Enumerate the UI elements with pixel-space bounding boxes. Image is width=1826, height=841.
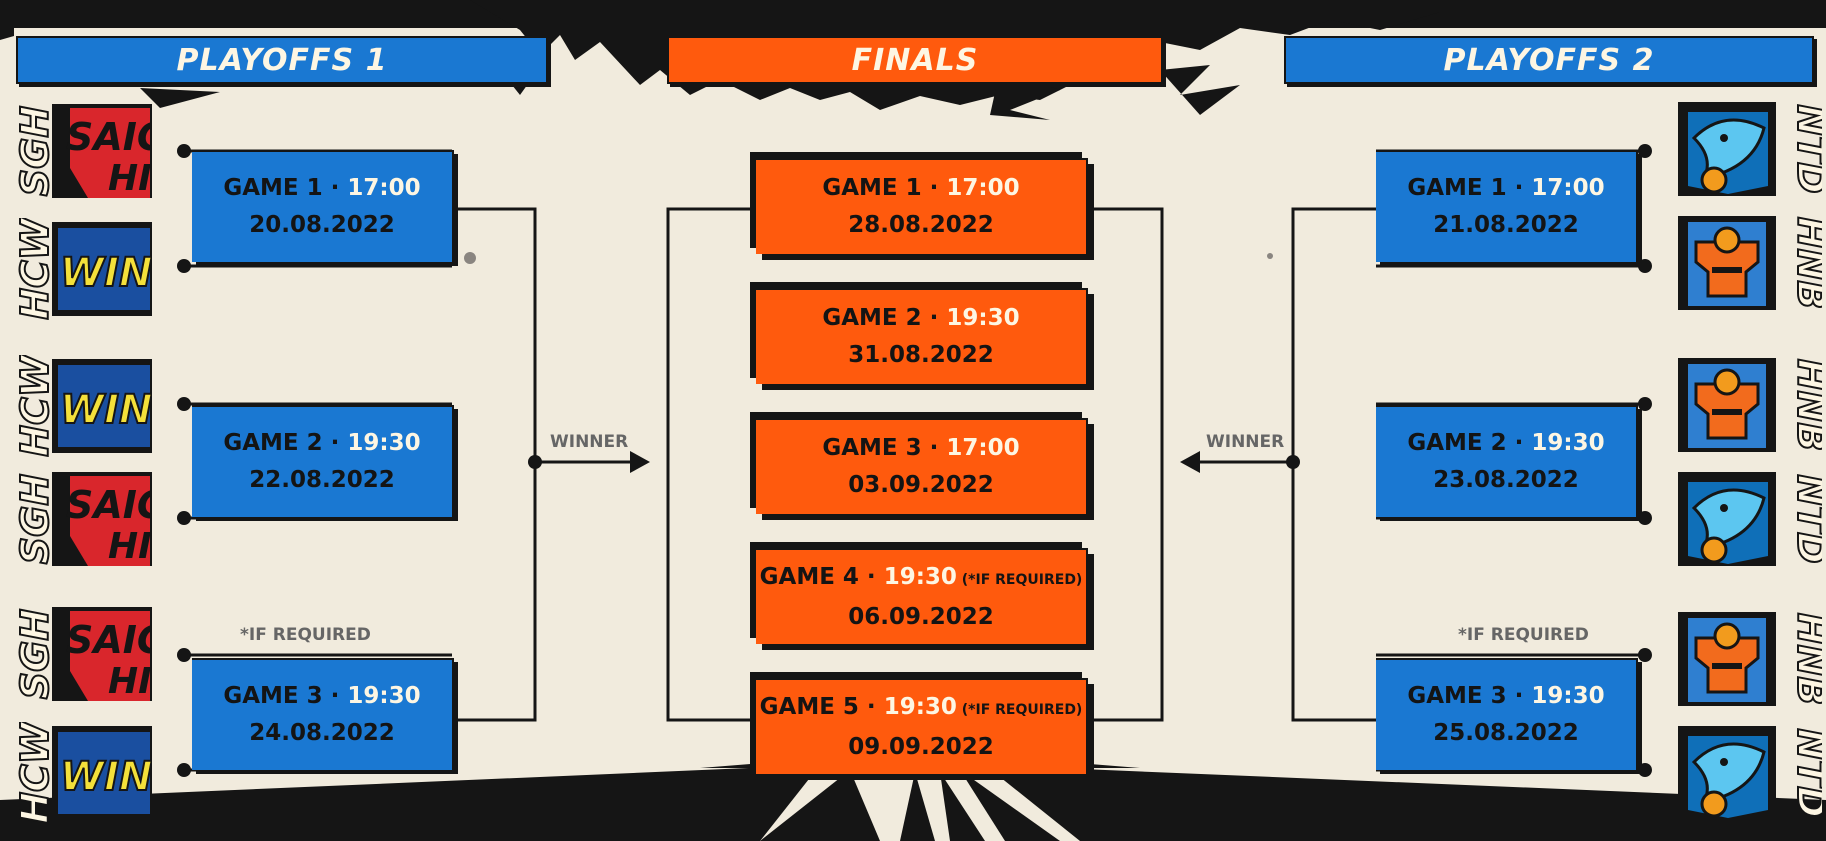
svg-text:HI: HI	[108, 526, 152, 567]
game-date: 03.09.2022	[848, 472, 994, 498]
playoffs-2-game-1: GAME 1 · 17:00 21.08.2022	[1376, 150, 1638, 262]
game-date: 28.08.2022	[848, 212, 994, 238]
game-title: GAME 1 · 17:00	[223, 175, 421, 201]
game-date: 21.08.2022	[1433, 212, 1579, 238]
team-logo-ntd: NTD	[1674, 722, 1822, 824]
game-date: 31.08.2022	[848, 342, 994, 368]
if-required-note-right: *IF REQUIRED	[1458, 625, 1589, 645]
game-date: 09.09.2022	[848, 733, 994, 760]
team-code: HNB	[1789, 217, 1822, 310]
team-code: NTD	[1789, 474, 1822, 563]
team-code: SGH	[13, 474, 57, 564]
game-title: GAME 5 · 19:30 (*IF REQUIRED)	[759, 693, 1083, 720]
svg-text:HI: HI	[108, 158, 152, 199]
team-code: HNB	[1789, 613, 1822, 706]
game-date: 20.08.2022	[249, 212, 395, 238]
team-logo-ntd: NTD	[1674, 468, 1822, 570]
svg-text:SAIG: SAIG	[66, 115, 152, 159]
game-title: GAME 2 · 19:30	[822, 305, 1020, 331]
if-required-note-left: *IF REQUIRED	[240, 625, 371, 645]
svg-text:SAIG: SAIG	[66, 483, 152, 527]
team-logo-hnb: HNB	[1674, 212, 1822, 314]
game-title: GAME 4 · 19:30 (*IF REQUIRED)	[759, 563, 1083, 590]
svg-text:SAIG: SAIG	[66, 618, 152, 662]
finals-game-3: GAME 3 · 17:00 03.09.2022	[756, 418, 1088, 514]
game-date: 25.08.2022	[1433, 720, 1579, 746]
playoffs-2-game-2: GAME 2 · 19:30 23.08.2022	[1376, 405, 1638, 517]
team-code: NTD	[1789, 104, 1822, 193]
playoffs-2-game-3: GAME 3 · 19:30 25.08.2022	[1376, 658, 1638, 770]
team-logo-hcw: HCW WINGS	[4, 218, 152, 320]
playoffs-1-game-2: GAME 2 · 19:30 22.08.2022	[192, 405, 454, 517]
game-title: GAME 2 · 19:30	[1407, 430, 1605, 456]
game-date: 24.08.2022	[249, 720, 395, 746]
game-date: 22.08.2022	[249, 467, 395, 493]
team-code: HCW	[13, 218, 57, 320]
playoffs-2-header: PLAYOFFS 2	[1284, 36, 1814, 84]
svg-text:WINGS: WINGS	[60, 754, 152, 800]
team-code: HCW	[13, 355, 57, 457]
team-code: SGH	[13, 106, 57, 196]
game-date: 23.08.2022	[1433, 467, 1579, 493]
game-title: GAME 1 · 17:00	[822, 175, 1020, 201]
team-code: NTD	[1789, 728, 1822, 817]
team-logo-sgh: SGH SAIG HI	[4, 100, 152, 202]
game-date: 06.09.2022	[848, 603, 994, 630]
game-title: GAME 1 · 17:00	[1407, 175, 1605, 201]
svg-text:HI: HI	[108, 661, 152, 702]
game-title: GAME 3 · 17:00	[822, 435, 1020, 461]
svg-text:WINGS: WINGS	[60, 387, 152, 433]
team-logo-ntd: NTD	[1674, 98, 1822, 200]
finals-header: FINALS	[667, 36, 1163, 84]
team-logo-hnb: HNB	[1674, 354, 1822, 456]
team-logo-hcw: HCW WINGS	[4, 722, 152, 824]
team-logo-sgh: SGH SAIG HI	[4, 468, 152, 570]
game-title: GAME 3 · 19:30	[1407, 683, 1605, 709]
playoffs-1-header: PLAYOFFS 1	[16, 36, 548, 84]
team-logo-hnb: HNB	[1674, 608, 1822, 710]
svg-text:WINGS: WINGS	[60, 250, 152, 296]
playoffs-1-game-3: GAME 3 · 19:30 24.08.2022	[192, 658, 454, 770]
finals-game-2: GAME 2 · 19:30 31.08.2022	[756, 288, 1088, 384]
winner-label-left: WINNER	[550, 432, 629, 452]
playoffs-1-game-1: GAME 1 · 17:00 20.08.2022	[192, 150, 454, 262]
finals-game-4: GAME 4 · 19:30 (*IF REQUIRED) 06.09.2022	[756, 548, 1088, 644]
team-logo-hcw: HCW WINGS	[4, 355, 152, 457]
team-logo-sgh: SGH SAIG HI	[4, 603, 152, 705]
team-code: SGH	[13, 609, 57, 699]
finals-game-1: GAME 1 · 17:00 28.08.2022	[756, 158, 1088, 254]
game-title: GAME 2 · 19:30	[223, 430, 421, 456]
finals-game-5: GAME 5 · 19:30 (*IF REQUIRED) 09.09.2022	[756, 678, 1088, 774]
game-title: GAME 3 · 19:30	[223, 683, 421, 709]
team-code: HCW	[13, 722, 57, 824]
winner-label-right: WINNER	[1206, 432, 1285, 452]
team-code: HNB	[1789, 359, 1822, 452]
